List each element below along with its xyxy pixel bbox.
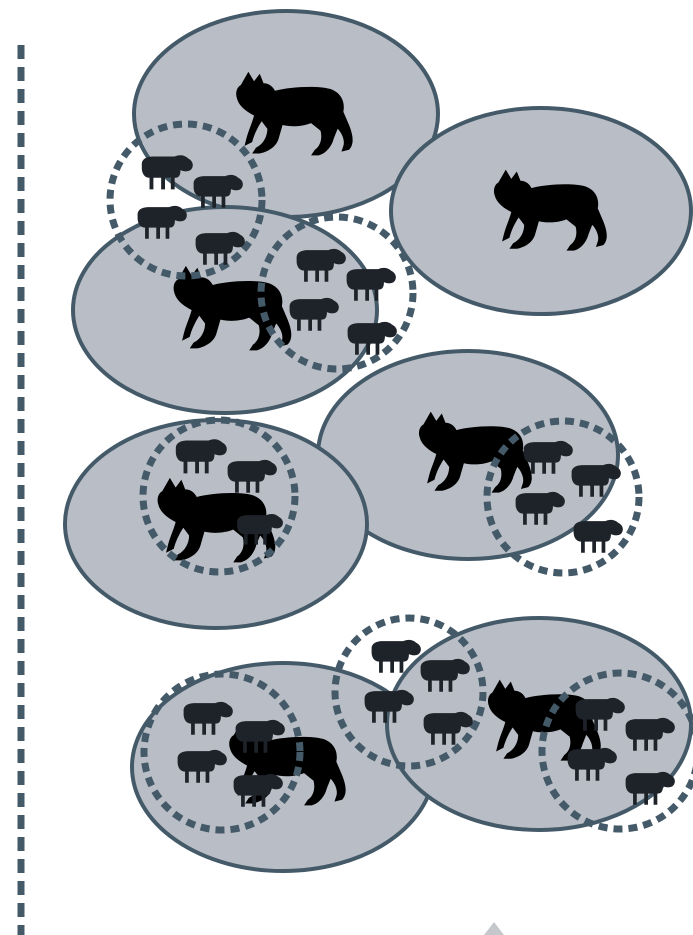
sheep-flock-2 (257, 213, 417, 373)
arrowhead-icon (484, 922, 504, 935)
sheep-flock-5 (140, 670, 304, 834)
sheep-flock-6 (331, 614, 487, 770)
sheep-flock-7 (538, 669, 693, 833)
sheep-flock-1 (106, 120, 266, 280)
sheep-flock-4 (483, 417, 643, 577)
sheep-icon (573, 519, 623, 553)
sheep-flock-3 (139, 416, 299, 576)
